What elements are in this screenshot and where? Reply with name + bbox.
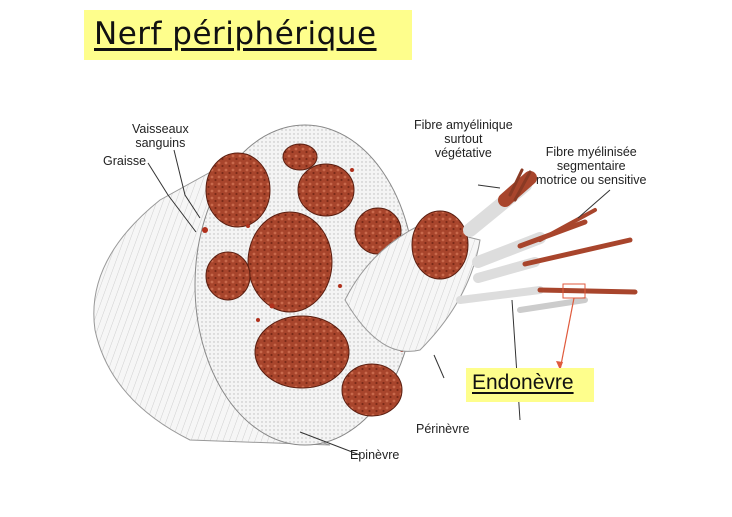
- label-epinevre: Epinèvre: [350, 448, 399, 462]
- fascicle: [255, 316, 349, 388]
- fascicle: [298, 164, 354, 216]
- fascicle: [206, 252, 250, 300]
- page-title: Nerf périphérique: [94, 16, 377, 52]
- label-fibre-amyelinique: Fibre amyélinique surtout végétative: [414, 118, 513, 160]
- endonevre-banner: Endonèvre: [466, 368, 594, 402]
- fascicle: [248, 212, 332, 312]
- endoneurium-pointer: [556, 284, 585, 370]
- fascicle: [283, 144, 317, 170]
- label-graisse: Graisse: [103, 154, 146, 168]
- label-endonevre: Endonèvre: [472, 371, 574, 395]
- label-vaisseaux-sanguins: Vaisseaux sanguins: [132, 122, 189, 150]
- fascicle: [206, 153, 270, 227]
- label-perinevre: Périnèvre: [416, 422, 470, 436]
- fascicle: [342, 364, 402, 416]
- title-banner: Nerf périphérique: [84, 10, 412, 60]
- label-fibre-myelinisee: Fibre myélinisée segmentaire motrice ou …: [536, 145, 646, 187]
